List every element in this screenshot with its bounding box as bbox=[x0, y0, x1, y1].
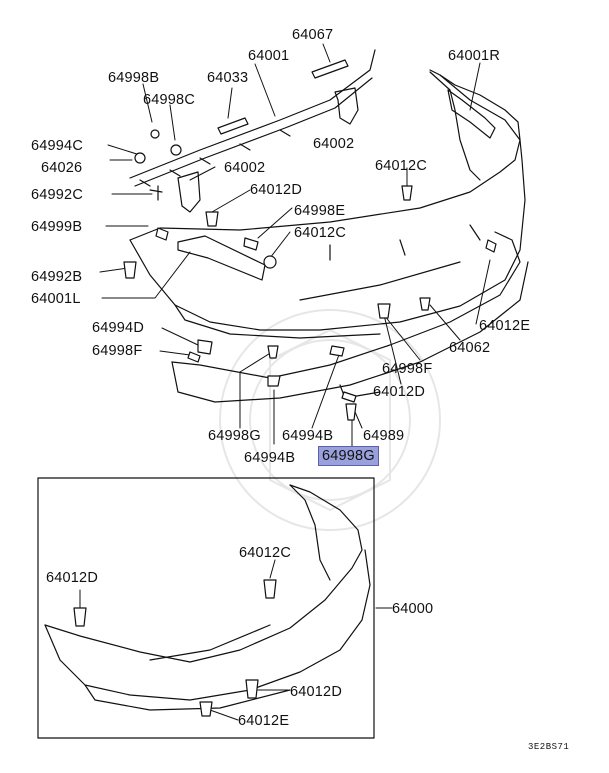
label-64012D-mid: 64012D bbox=[373, 384, 425, 400]
label-64012C-mid: 64012C bbox=[294, 225, 346, 241]
label-64012D-upper: 64012D bbox=[250, 182, 302, 198]
bracket-64002-right bbox=[334, 87, 359, 125]
label-64002-lower: 64002 bbox=[224, 160, 266, 176]
label-64994B-lower: 64994B bbox=[244, 450, 296, 466]
label-64998G-highlighted[interactable]: 64998G bbox=[318, 446, 379, 466]
label-64001R: 64001R bbox=[448, 48, 500, 64]
label-64001L: 64001L bbox=[31, 291, 81, 307]
strip-64067 bbox=[311, 59, 349, 79]
label-64999B: 64999B bbox=[31, 219, 83, 235]
label-64012E-lower: 64012E bbox=[238, 713, 290, 729]
label-64012D-lower: 64012D bbox=[290, 684, 342, 700]
bracket-64001R bbox=[447, 89, 496, 139]
lower-bumper-cover bbox=[44, 484, 371, 711]
label-64062: 64062 bbox=[449, 340, 491, 356]
label-64000: 64000 bbox=[392, 601, 434, 617]
bracket-64002-left bbox=[177, 171, 201, 213]
bracket-64001L bbox=[177, 235, 266, 281]
label-64998C: 64998C bbox=[143, 92, 195, 108]
label-64067: 64067 bbox=[292, 27, 334, 43]
label-64998G: 64998G bbox=[208, 428, 261, 444]
label-64012C-upper: 64012C bbox=[375, 158, 427, 174]
label-64992B: 64992B bbox=[31, 269, 83, 285]
label-64033: 64033 bbox=[207, 70, 249, 86]
label-64998B: 64998B bbox=[108, 70, 160, 86]
watermark-emblem bbox=[219, 309, 441, 531]
label-64002-upper: 64002 bbox=[313, 136, 355, 152]
label-64012C-lower: 64012C bbox=[239, 545, 291, 561]
label-64998F-right: 64998F bbox=[382, 361, 433, 377]
label-64992C: 64992C bbox=[31, 187, 83, 203]
lower-assembly-frame bbox=[37, 477, 375, 739]
label-64998F-left: 64998F bbox=[92, 343, 143, 359]
label-64012D-left: 64012D bbox=[46, 570, 98, 586]
label-64001: 64001 bbox=[248, 48, 290, 64]
upper-beam bbox=[129, 49, 376, 187]
lower-skirt bbox=[171, 231, 529, 403]
strip-64033 bbox=[217, 117, 249, 135]
label-64994B-upper: 64994B bbox=[282, 428, 334, 444]
label-64994D: 64994D bbox=[92, 320, 144, 336]
leader-lines bbox=[79, 43, 491, 721]
label-64012E-upper: 64012E bbox=[479, 318, 531, 334]
label-64989: 64989 bbox=[363, 428, 405, 444]
fasteners bbox=[73, 129, 497, 717]
label-64994C: 64994C bbox=[31, 138, 83, 154]
diagram-code: 3E2BS71 bbox=[528, 742, 570, 752]
label-64998E: 64998E bbox=[294, 203, 346, 219]
label-64026: 64026 bbox=[41, 160, 83, 176]
